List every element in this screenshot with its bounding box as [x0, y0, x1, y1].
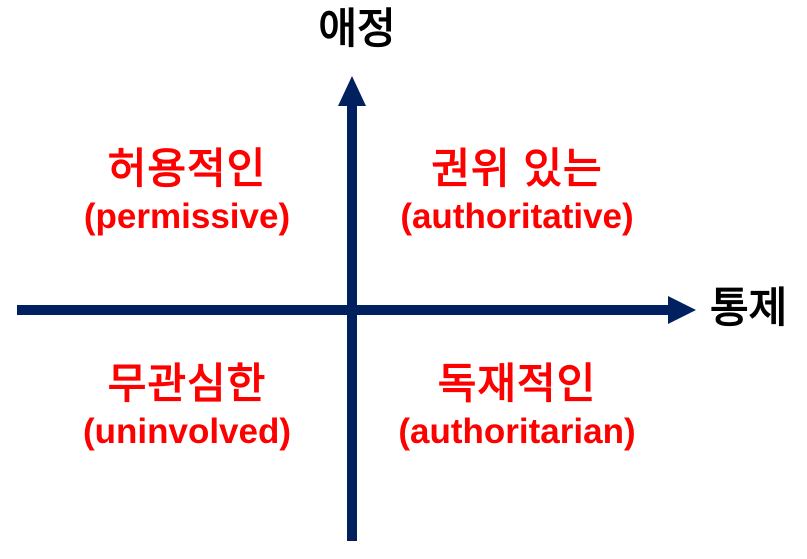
- y-axis-label: 애정: [318, 5, 396, 52]
- right-arrow-icon: [668, 296, 696, 324]
- x-axis-label: 통제: [710, 284, 788, 331]
- quadrant-bottom-right: 독재적인 (authoritarian): [362, 358, 672, 454]
- quadrant-top-right-english-label: (authoritative): [400, 197, 634, 236]
- horizontal-axis-line: [17, 305, 668, 315]
- quadrant-bottom-left-english-label: (uninvolved): [82, 412, 292, 451]
- quadrant-bottom-left-korean-label: 무관심한: [107, 360, 267, 407]
- vertical-axis-line: [347, 100, 357, 541]
- quadrant-top-left-english-label: (permissive): [83, 197, 291, 236]
- quadrant-top-right-korean-label: 권위 있는: [431, 145, 603, 192]
- quadrant-bottom-left: 무관심한 (uninvolved): [32, 358, 342, 454]
- quadrant-top-left: 허용적인 (permissive): [32, 143, 342, 239]
- up-arrow-icon: [338, 76, 366, 106]
- quadrant-bottom-right-english-label: (authoritarian): [398, 412, 636, 451]
- quadrant-top-right: 권위 있는 (authoritative): [362, 143, 672, 239]
- quadrant-top-left-korean-label: 허용적인: [107, 145, 267, 192]
- quadrant-bottom-right-korean-label: 독재적인: [437, 360, 597, 407]
